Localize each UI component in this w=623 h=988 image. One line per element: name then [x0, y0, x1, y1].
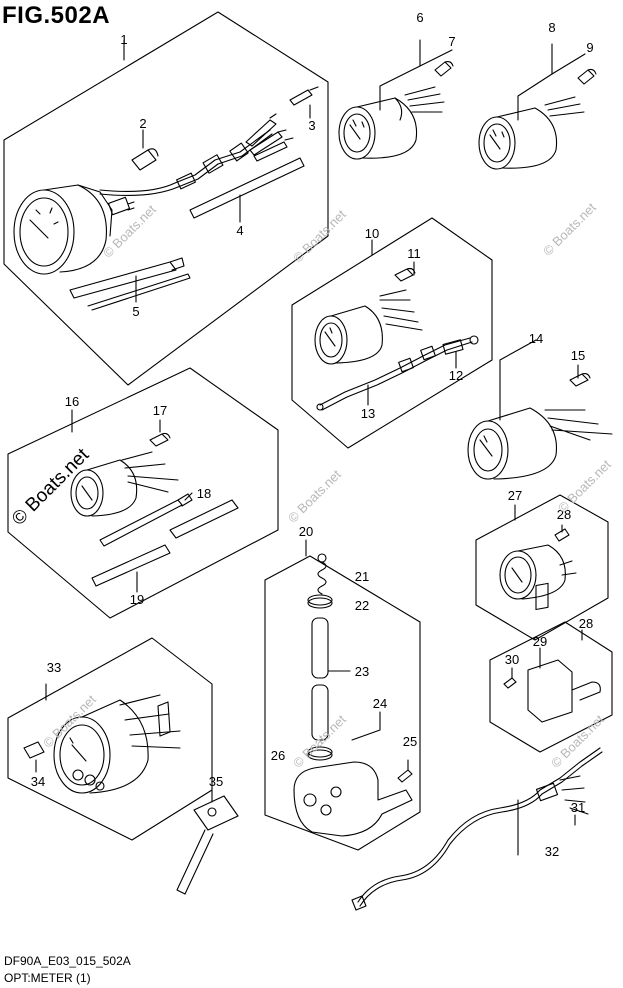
- callout-29: 27: [508, 488, 522, 503]
- callout-25: 25: [403, 734, 417, 749]
- callout-6: 5: [132, 304, 139, 319]
- callout-34: 32: [545, 844, 559, 859]
- callout-4: 2: [139, 116, 146, 131]
- callout-35: 31: [571, 800, 585, 815]
- callout-11: 12: [449, 368, 463, 383]
- group-box-31: [489, 621, 613, 753]
- callout-16: 16: [65, 394, 79, 409]
- callout-26: 21: [355, 569, 369, 584]
- callout-28: 22: [355, 598, 369, 613]
- callout-5: 4: [236, 223, 243, 238]
- callout-20: 33: [47, 660, 61, 675]
- callout-9: 9: [586, 40, 593, 55]
- callout-24: 24: [373, 696, 387, 711]
- callout-13: 11: [407, 246, 421, 261]
- callout-23: 20: [299, 524, 313, 539]
- group-box-16: [7, 367, 279, 619]
- group-box-20: [7, 637, 213, 841]
- figure-title: FIG.502A: [2, 2, 111, 29]
- callout-2: 7: [448, 34, 455, 49]
- gauge-29: [499, 544, 577, 600]
- callout-18: 18: [197, 486, 211, 501]
- gauge-14: [467, 407, 558, 480]
- figure-caption: OPT:METER (1): [4, 971, 91, 985]
- callout-32: 29: [533, 634, 547, 649]
- callout-12: 13: [361, 406, 375, 421]
- callout-31: 28: [579, 616, 593, 631]
- callout-28b: 26: [271, 748, 285, 763]
- callout-27: 23: [355, 664, 369, 679]
- callout-1: 6: [416, 10, 423, 25]
- group-box-23: [264, 555, 421, 851]
- group-box-3: [3, 11, 329, 386]
- callout-8: 8: [548, 20, 555, 35]
- switch-32: [527, 582, 601, 723]
- gauge-10: [314, 305, 383, 365]
- gauge-3: [13, 184, 135, 275]
- figure-code: DF90A_E03_015_502A: [4, 954, 131, 968]
- callout-10: 10: [365, 226, 379, 241]
- callout-7: 3: [308, 118, 315, 133]
- part-22: [176, 795, 239, 895]
- group-box-10: [291, 217, 493, 449]
- callout-21: 34: [31, 774, 45, 789]
- callout-14: 14: [529, 331, 543, 346]
- callout-15: 15: [571, 348, 585, 363]
- callout-22: 35: [209, 774, 223, 789]
- gauge-20: [53, 699, 149, 794]
- callout-17: 19: [130, 592, 144, 607]
- callout-3: 1: [120, 32, 127, 47]
- callout-19: 17: [153, 403, 167, 418]
- gauge-8: [478, 107, 558, 170]
- callout-30: 28: [557, 507, 571, 522]
- group-box-29: [475, 494, 609, 641]
- gauge-16: [70, 459, 138, 517]
- gauge-1: [338, 97, 418, 160]
- callout-33: 30: [505, 652, 519, 667]
